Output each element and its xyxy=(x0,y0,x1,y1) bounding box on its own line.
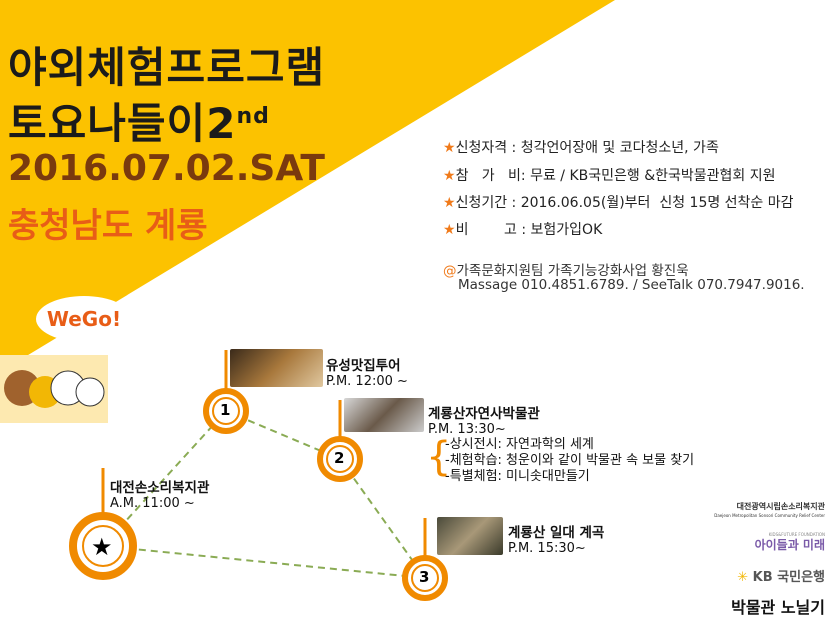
info-text: 비 고 : 보험가입OK xyxy=(455,222,603,238)
brace-decoration: { xyxy=(426,434,452,480)
stop-time: P.M. 12:00 ~ xyxy=(326,374,408,389)
star-icon: ★ xyxy=(443,168,456,184)
yellow-triangle xyxy=(0,0,615,372)
logo-subtext: KIDS&FUTURE FOUNDATION xyxy=(768,532,825,537)
info-period: ★신청기간 : 2016.06.05(월)부터 신청 15명 선착순 마감 xyxy=(443,192,794,212)
detail-item: -특별체험: 미니솟대만들기 xyxy=(445,469,590,484)
marker-3: 3 xyxy=(419,568,430,586)
at-icon: @ xyxy=(443,263,457,279)
stop-time: P.M. 15:30~ xyxy=(508,541,586,556)
title-line-1: 야외체험프로그램 xyxy=(8,43,326,92)
logo-text: KB 국민은행 xyxy=(752,570,825,585)
info-text: 참 가 비: 무료 / KB국민은행 &한국박물관협회 지원 xyxy=(455,168,776,184)
event-location: 충청남도 계룡 xyxy=(8,206,208,246)
valley-photo xyxy=(437,517,503,555)
star-icon: ★ xyxy=(443,140,456,156)
wego-badge: WeGo! xyxy=(36,296,132,342)
stop-2-details: -상시전시: 자연과학의 세계 -체험학습: 청운이와 같이 박물관 속 보물 … xyxy=(445,437,694,485)
stop-markers xyxy=(69,388,448,601)
logo-text: 대전광역시립손소리복지관 xyxy=(736,502,825,511)
marker-1: 1 xyxy=(220,401,231,419)
stop-name: 유성맛집투어 xyxy=(326,358,401,374)
star-icon: ★ xyxy=(443,195,456,211)
info-eligibility: ★신청자격 : 청각언어장애 및 코다청소년, 가족 xyxy=(443,137,719,157)
event-date: 2016.07.02.SAT xyxy=(8,148,325,189)
contact-team: @가족문화지원팀 가족기능강화사업 황진욱 xyxy=(443,259,689,279)
logo-subtext: Daejeon Metropolitan Sonsori Community R… xyxy=(714,513,825,518)
info-note: ★비 고 : 보험가입OK xyxy=(443,219,602,239)
contact-phones: Massage 010.4851.6789. / SeeTalk 070.794… xyxy=(458,277,805,293)
detail-item: -체험학습: 청운이와 같이 박물관 속 보물 찾기 xyxy=(445,453,695,468)
info-fee: ★참 가 비: 무료 / KB국민은행 &한국박물관협회 지원 xyxy=(443,165,776,185)
stop-name: 계룡산 일대 계곡 xyxy=(508,525,605,541)
title-text: 토요나들이2 xyxy=(8,99,237,148)
info-text: 신청자격 : 청각언어장애 및 코다청소년, 가족 xyxy=(455,140,719,156)
marker-2: 2 xyxy=(334,449,345,467)
stop-time: P.M. 13:30~ xyxy=(428,422,506,437)
logo-text: 아이들과 미래 xyxy=(754,538,825,552)
logo-sonsori: 대전광역시립손소리복지관 Daejeon Metropolitan Sonsori… xyxy=(714,502,825,520)
logo-kb: ✳ KB 국민은행 xyxy=(737,566,825,585)
star-icon: ★ xyxy=(443,222,456,238)
detail-item: -상시전시: 자연과학의 세계 xyxy=(445,437,594,452)
info-text: 신청기간 : 2016.06.05(월)부터 신청 15명 선착순 마감 xyxy=(455,195,794,211)
start-star-icon: ★ xyxy=(91,533,113,561)
restaurant-photo xyxy=(230,349,323,387)
title-line-2: 토요나들이2nd xyxy=(8,90,270,151)
stop-name: 계룡산자연사박물관 xyxy=(428,406,540,422)
stop-time: A.M. 11:00 ~ xyxy=(110,496,195,511)
logo-museum: 박물관 노닐기 xyxy=(731,598,825,617)
contact-text: 가족문화지원팀 가족기능강화사업 황진욱 xyxy=(456,263,689,279)
kb-star-icon: ✳ xyxy=(737,570,749,585)
museum-photo xyxy=(344,398,424,432)
stop-name: 대전손소리복지관 xyxy=(110,480,210,496)
characters-illustration xyxy=(0,355,108,423)
title-sup: nd xyxy=(236,104,270,129)
